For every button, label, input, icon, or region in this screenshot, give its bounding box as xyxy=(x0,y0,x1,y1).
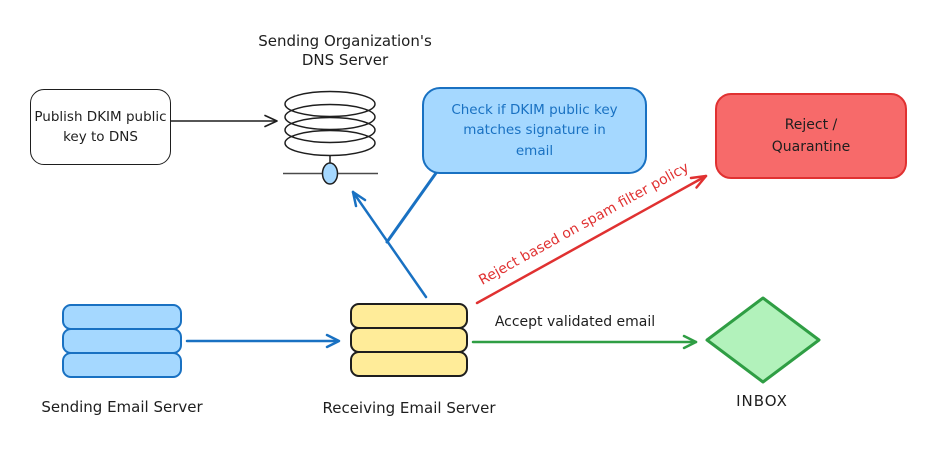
receiving-to-dns-arrow[interactable] xyxy=(351,190,428,299)
receiving-email-server-label: Receiving Email Server xyxy=(322,399,496,417)
accept-arrow[interactable] xyxy=(471,334,698,350)
publish-to-dns-arrow[interactable] xyxy=(169,114,278,128)
inbox-diamond[interactable] xyxy=(700,292,826,388)
sending-email-server[interactable] xyxy=(62,304,182,378)
inbox-label: INBOX xyxy=(736,392,788,410)
server-layer xyxy=(62,328,182,354)
check-dkim-label: Check if DKIM public key matches signatu… xyxy=(451,102,618,159)
server-layer xyxy=(350,351,468,377)
reject-quarantine-box[interactable]: Reject / Quarantine xyxy=(715,93,907,179)
server-layer xyxy=(62,304,182,330)
publish-dkim-box[interactable]: Publish DKIM public key to DNS xyxy=(30,89,171,165)
sending-email-server-label: Sending Email Server xyxy=(41,398,203,416)
receiving-email-server[interactable] xyxy=(350,303,468,377)
dns-server-label: Sending Organization's DNS Server xyxy=(258,32,432,69)
server-layer xyxy=(62,352,182,378)
server-layer xyxy=(350,303,468,329)
sending-to-receiving-arrow[interactable] xyxy=(185,333,341,349)
bubble-tail[interactable] xyxy=(385,164,443,244)
database-coil-icon[interactable] xyxy=(278,86,384,186)
publish-dkim-label: Publish DKIM public key to DNS xyxy=(34,108,167,145)
accept-edge-label: Accept validated email xyxy=(494,314,656,330)
reject-arrow[interactable] xyxy=(475,174,708,305)
server-layer xyxy=(350,327,468,353)
reject-quarantine-label: Reject / Quarantine xyxy=(771,116,851,155)
check-dkim-bubble[interactable]: Check if DKIM public key matches signatu… xyxy=(422,87,647,174)
